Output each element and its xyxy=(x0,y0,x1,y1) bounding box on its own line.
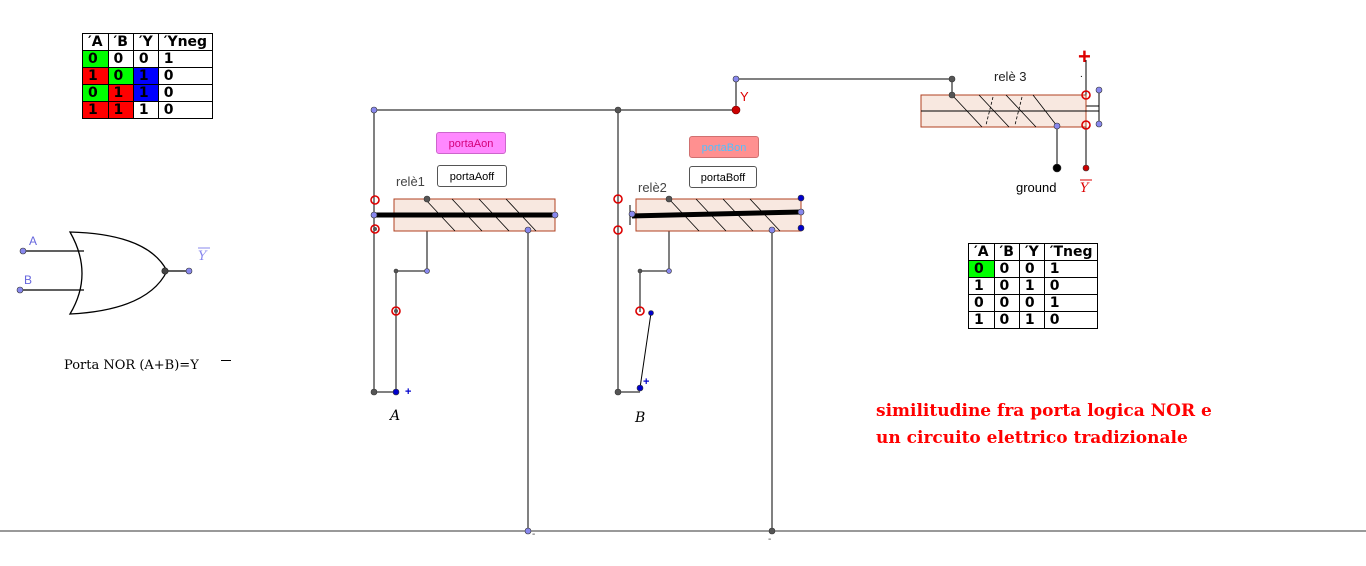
table-cell: 0 xyxy=(107,67,134,85)
ground-label: ground xyxy=(1016,180,1056,195)
table-row: 0 1 1 0 xyxy=(82,84,214,102)
gate-output-point[interactable] xyxy=(185,267,193,275)
table-cell: 0 xyxy=(993,311,1020,329)
y-bar-label: Y xyxy=(1080,181,1090,196)
table-cell: 0 xyxy=(1043,311,1099,329)
table-cell: 1 xyxy=(107,101,134,119)
relay1 xyxy=(374,198,556,232)
minus-b-label: - xyxy=(768,534,771,545)
table-row: 1 0 1 0 xyxy=(968,277,1099,295)
table-header-cell: ′Yneg xyxy=(157,33,214,51)
table-row: 1 1 1 0 xyxy=(82,101,214,119)
table-header-cell: ′B xyxy=(993,243,1020,261)
dot-label: . xyxy=(1080,69,1083,80)
table-cell: 1 xyxy=(107,84,134,102)
plus-a-label: + xyxy=(405,386,411,398)
rele3-label: relè 3 xyxy=(994,69,1027,84)
table-cell: 0 xyxy=(1043,277,1099,295)
table-cell: 1 xyxy=(157,50,214,68)
circuit-caption: similitudine fra porta logica NOR e un c… xyxy=(876,398,1212,452)
table-row: 0 0 0 1 xyxy=(82,50,214,68)
table-cell: 0 xyxy=(107,50,134,68)
relay2 xyxy=(629,198,802,232)
gate-caption-text: Porta NOR (A+B)=Y xyxy=(64,358,199,373)
nor-gate xyxy=(20,231,189,315)
switch-a-label: A xyxy=(388,408,400,424)
table-cell: 0 xyxy=(993,260,1020,278)
table-header-cell: ′Tneg xyxy=(1043,243,1099,261)
porta-a-off-button[interactable]: portaAoff xyxy=(437,165,507,187)
gate-caption: Porta NOR (A+B)=Y xyxy=(64,358,199,373)
table-cell: 1 xyxy=(968,277,995,295)
table-cell: 1 xyxy=(1018,311,1045,329)
gate-caption-overline xyxy=(221,360,231,361)
table-cell: 1 xyxy=(968,311,995,329)
switch-b-label: B xyxy=(634,410,645,426)
table-header-cell: ′B xyxy=(107,33,134,51)
gate-bubble-point xyxy=(161,267,169,275)
table-header-cell: ′A xyxy=(968,243,995,261)
table-header-cell: ′A xyxy=(82,33,109,51)
porta-a-on-button[interactable]: portaAon xyxy=(436,132,506,154)
table-header-cell: ′Y xyxy=(1018,243,1045,261)
table-cell: 1 xyxy=(132,84,159,102)
table-cell: 0 xyxy=(82,50,109,68)
table-cell: 1 xyxy=(132,67,159,85)
open-contacts[interactable] xyxy=(370,90,1091,316)
table-cell: 1 xyxy=(82,101,109,119)
table-row: 1 0 1 0 xyxy=(968,311,1099,329)
table-cell: 0 xyxy=(1018,260,1045,278)
table-row: 0 0 0 1 xyxy=(968,260,1099,278)
table-cell: 0 xyxy=(132,50,159,68)
table-header-row: ′A ′B ′Y ′Tneg xyxy=(968,243,1099,261)
gate-input-a-point[interactable] xyxy=(19,247,27,255)
minus-a-label: - xyxy=(532,529,535,540)
rele2-label: relè2 xyxy=(638,180,667,195)
table-row: 0 0 0 1 xyxy=(968,294,1099,312)
table-header-cell: ′Y xyxy=(132,33,159,51)
gate-input-b-point[interactable] xyxy=(16,286,24,294)
y-node-point[interactable] xyxy=(731,105,741,115)
circuit-caption-line1: similitudine fra porta logica NOR e xyxy=(876,401,1212,421)
relay3 xyxy=(920,94,1099,128)
truth-table-right: ′A ′B ′Y ′Tneg 0 0 0 1 1 0 1 0 0 0 0 1 1… xyxy=(968,243,1099,329)
table-cell: 1 xyxy=(1043,260,1099,278)
plus-b-label: + xyxy=(643,376,649,388)
table-header-row: ′A ′B ′Y ′Yneg xyxy=(82,33,214,51)
gate-label-b: B xyxy=(24,273,32,287)
gate-label-y: Y xyxy=(198,249,208,264)
table-cell: 0 xyxy=(157,67,214,85)
table-cell: 0 xyxy=(82,84,109,102)
porta-b-off-button[interactable]: portaBoff xyxy=(689,166,757,188)
circuit-points[interactable] xyxy=(370,75,1103,535)
rele1-label: relè1 xyxy=(396,174,425,189)
table-cell: 0 xyxy=(1018,294,1045,312)
truth-table-top: ′A ′B ′Y ′Yneg 0 0 0 1 1 0 1 0 0 1 1 0 1… xyxy=(82,33,214,119)
table-cell: 0 xyxy=(157,101,214,119)
gate-label-a: A xyxy=(29,234,37,248)
table-row: 1 0 1 0 xyxy=(82,67,214,85)
table-cell: 0 xyxy=(968,260,995,278)
plus-top-label: + xyxy=(1078,44,1091,69)
circuit-caption-line2: un circuito elettrico tradizionale xyxy=(876,428,1188,448)
y-node-label: Y xyxy=(740,89,749,104)
table-cell: 0 xyxy=(993,277,1020,295)
porta-b-on-button[interactable]: portaBon xyxy=(689,136,759,158)
table-cell: 1 xyxy=(1018,277,1045,295)
table-cell: 1 xyxy=(132,101,159,119)
table-cell: 1 xyxy=(82,67,109,85)
table-cell: 0 xyxy=(968,294,995,312)
table-cell: 1 xyxy=(1043,294,1099,312)
table-cell: 0 xyxy=(993,294,1020,312)
table-cell: 0 xyxy=(157,84,214,102)
